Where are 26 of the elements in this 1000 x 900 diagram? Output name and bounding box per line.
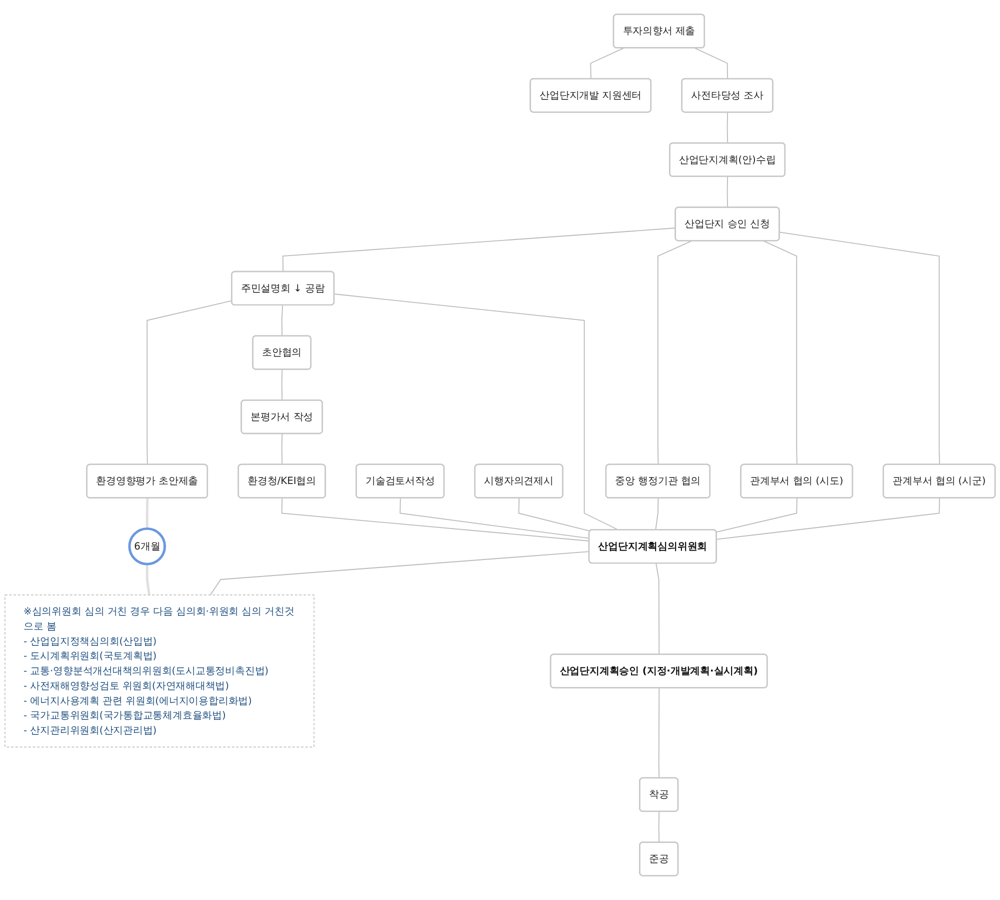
connector — [716, 498, 798, 533]
node-box: ※심의위원회 심의 거친 경우 다음 심의회·위원회 심의 거친것으로 봄 - 산업입지정책심의회(산입법) - 도시계획위원회(국토계획법) - 교통·영향분석개선대책의위원회(도시교통정비촉진법) - 사전재해영향성검토 위원회(자연재해대책법) - 에너지사용계획 관련 위원회(에너지이용합리화법) - 국가교통위원회(국가통합교통체계효율화법) - 산지관리위원회(산지관리법) — [4, 594, 314, 748]
connector — [656, 562, 660, 656]
connector — [590, 48, 624, 80]
connector — [281, 498, 590, 542]
connector — [334, 294, 619, 530]
connector — [146, 300, 232, 466]
connector — [655, 498, 659, 530]
connector — [210, 551, 590, 596]
connector — [716, 498, 940, 540]
node-circle: 6개월 — [128, 527, 166, 566]
connector — [281, 369, 283, 401]
connector — [146, 564, 150, 596]
connector — [400, 498, 590, 539]
connector — [518, 498, 590, 532]
connector — [281, 433, 283, 466]
connector — [726, 176, 728, 208]
connector — [726, 112, 728, 144]
connector — [658, 688, 660, 779]
connector — [763, 240, 798, 466]
connector — [779, 232, 940, 466]
connector — [657, 240, 692, 466]
connector — [282, 228, 676, 272]
connector — [281, 304, 284, 337]
connector — [658, 811, 660, 843]
connector — [694, 48, 728, 80]
